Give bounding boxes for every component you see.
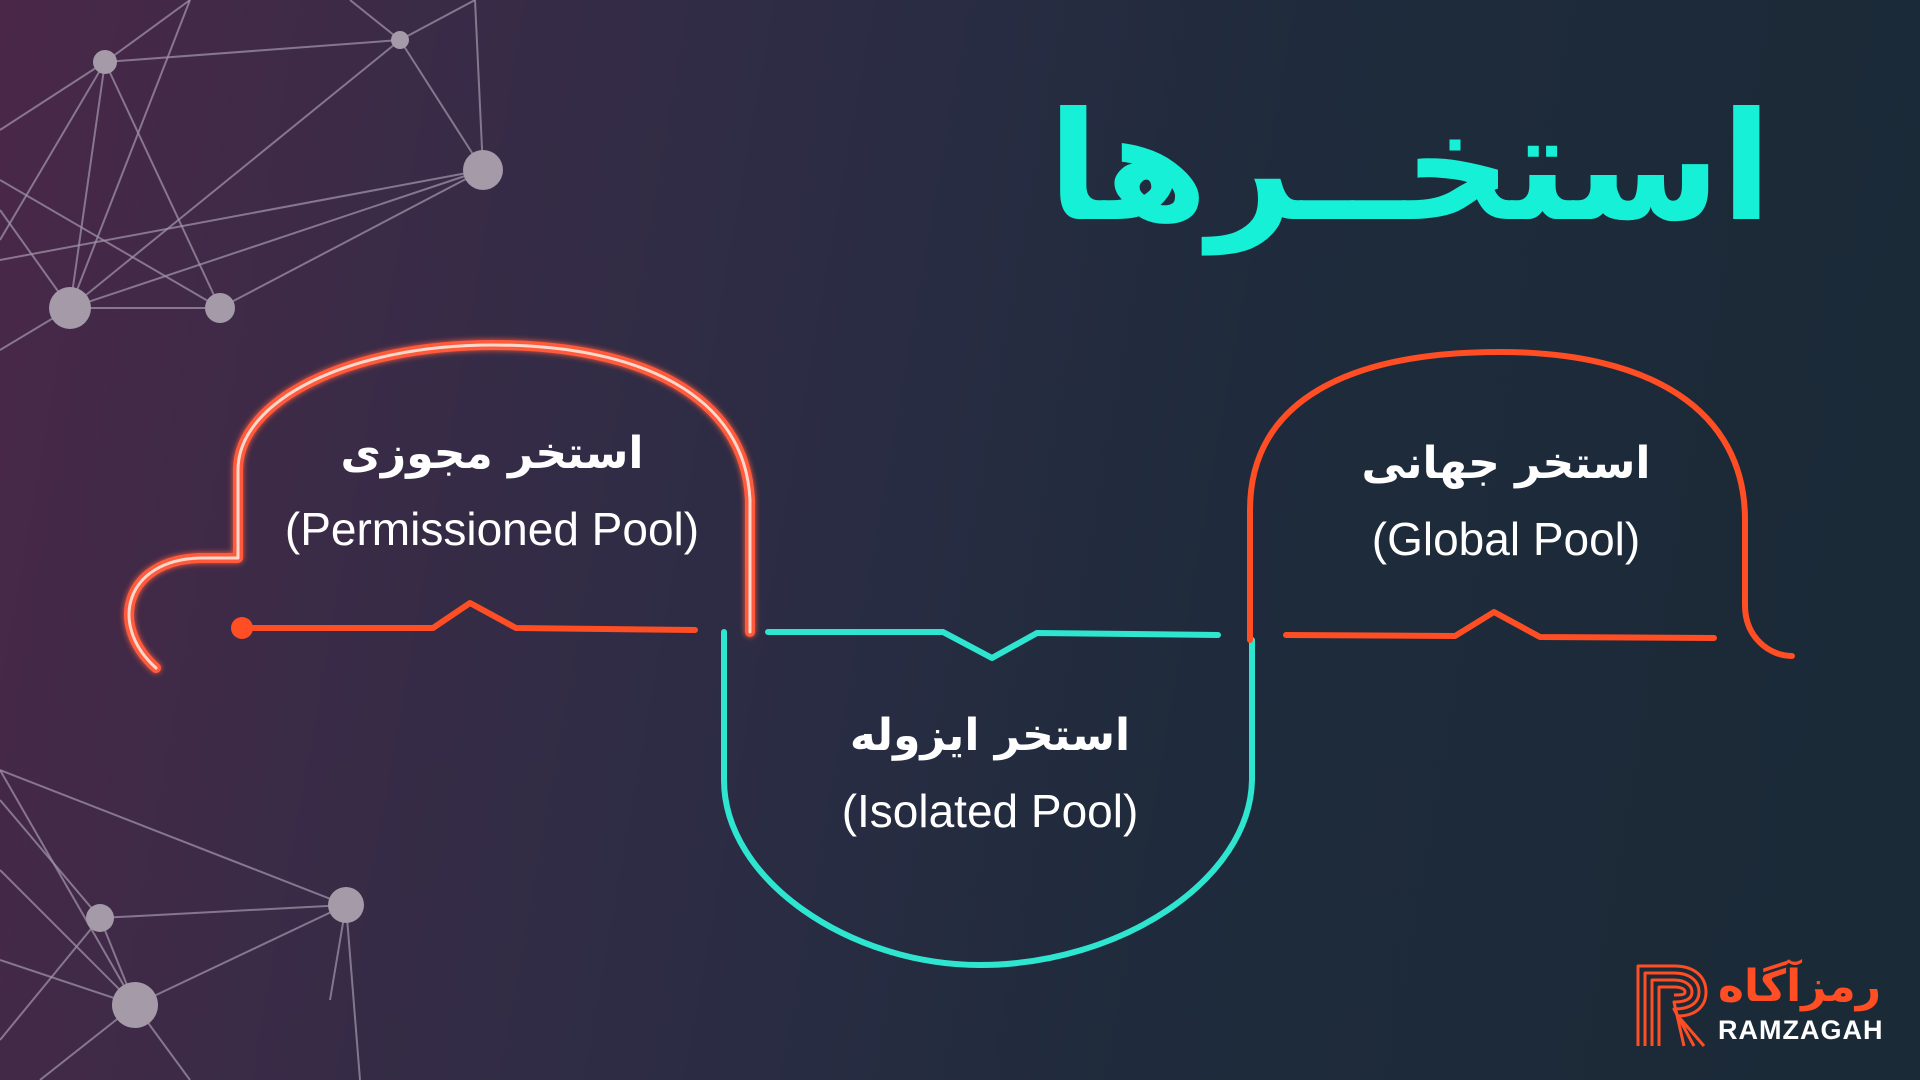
isolated-pool-label: استخر ایزوله (Isolated Pool) [790, 700, 1190, 850]
page-title: استخــرها [1047, 81, 1772, 255]
network-bottom-left-nodes [86, 887, 364, 1028]
isolated-pool-name-fa: استخر ایزوله [849, 710, 1131, 761]
global-pool-waterline [1283, 609, 1717, 641]
ramzagah-logo-mark-icon [1636, 964, 1708, 1047]
isolated-pool-outline [721, 629, 1255, 968]
permissioned-pool-waterline [241, 600, 698, 633]
permissioned-pool-outline [124, 340, 755, 673]
permissioned-pool-name-fa: استخر مجوزی [340, 428, 644, 479]
permissioned-pool-label: استخر مجوزی (Permissioned Pool) [252, 418, 732, 568]
network-top-left-nodes [49, 31, 503, 329]
global-pool-name-fa: استخر جهانی [1361, 438, 1651, 489]
global-pool-name-en: (Global Pool) [1371, 513, 1641, 565]
permissioned-pool-name-en: (Permissioned Pool) [284, 503, 700, 555]
network-bottom-left [0, 769, 361, 1080]
global-pool-label: استخر جهانی (Global Pool) [1326, 428, 1686, 578]
isolated-pool-waterline [765, 629, 1221, 661]
global-pool-outline [1247, 349, 1795, 659]
ramzagah-logo: رمزآگاه RAMZAGAH [1634, 962, 1900, 1048]
logo-name-en: RAMZAGAH [1718, 1015, 1884, 1045]
isolated-pool-name-en: (Isolated Pool) [841, 785, 1139, 837]
permissioned-pool-start-dot [231, 617, 253, 639]
network-top-left [0, 0, 484, 351]
logo-name-fa: رمزآگاه [1718, 961, 1882, 1012]
